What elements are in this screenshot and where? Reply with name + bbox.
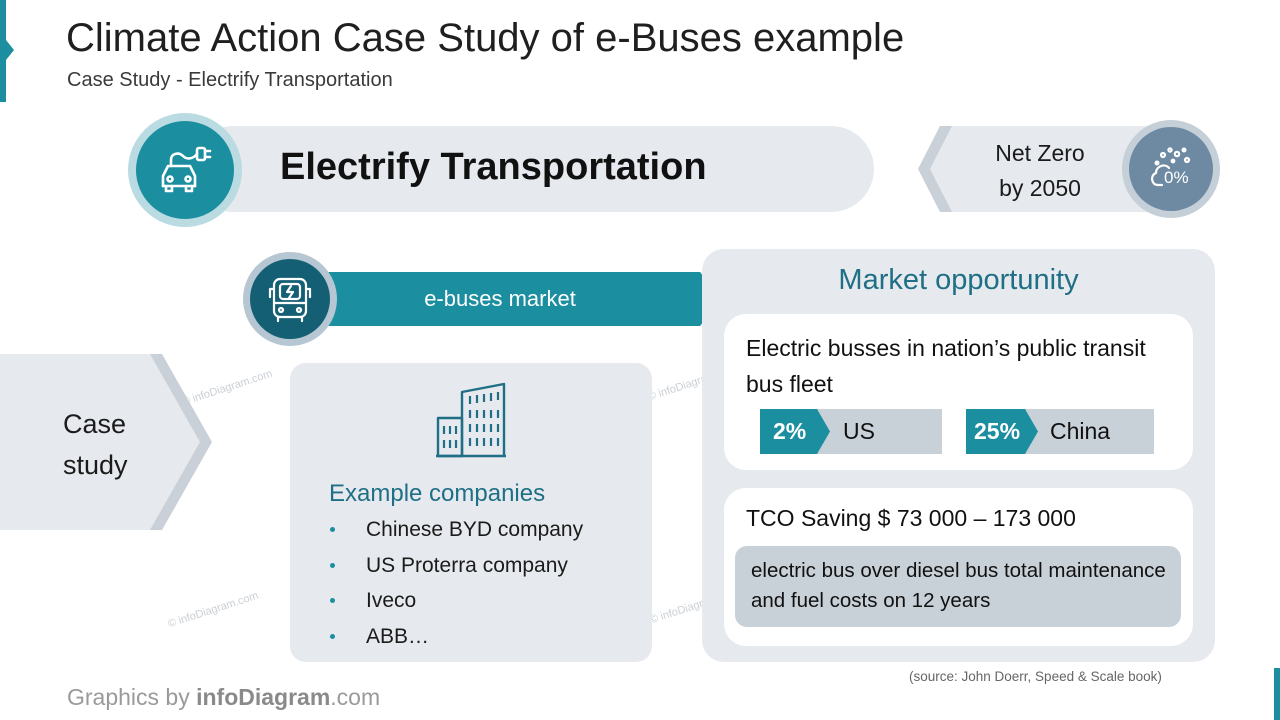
left-edge-notch: [6, 40, 14, 60]
stat-us-label: US: [843, 418, 875, 444]
svg-text:0%: 0%: [1164, 168, 1189, 187]
right-edge-accent: [1274, 668, 1280, 720]
source-note: (source: John Doerr, Speed & Scale book): [909, 669, 1162, 684]
stat-us-arrow: [760, 409, 830, 454]
case-study-line1: Case: [63, 409, 127, 439]
page-title: Climate Action Case Study of e-Buses exa…: [66, 16, 905, 60]
fleet-text: Electric busses in nation’s public trans…: [746, 335, 1146, 397]
stat-china-pct: 25%: [974, 418, 1021, 444]
tco-description-box: [735, 546, 1181, 627]
stat-china-arrow: [966, 409, 1038, 454]
e-buses-market-ribbon: [280, 272, 722, 326]
list-item: Iveco: [328, 583, 648, 619]
list-item: Chinese BYD company: [328, 512, 648, 548]
case-study-label: Case study: [63, 404, 163, 486]
page-subtitle: Case Study - Electrify Transportation: [67, 69, 393, 91]
list-item: US Proterra company: [328, 548, 648, 584]
net-zero-line2: by 2050: [999, 175, 1081, 201]
zero-emission-cloud-icon: 0%: [1129, 127, 1213, 211]
e-buses-market-label: e-buses market: [424, 286, 576, 311]
footer-suffix: .com: [330, 684, 381, 710]
left-edge-accent: [0, 0, 6, 102]
example-companies-title: Example companies: [329, 480, 546, 507]
footer-prefix: Graphics by: [67, 684, 197, 710]
case-study-line2: study: [63, 450, 128, 480]
case-study-chevron: [0, 354, 212, 530]
stat-us: 2% US: [760, 409, 942, 454]
list-item: ABB…: [328, 619, 648, 655]
electric-bus-icon: [250, 259, 330, 339]
electrify-banner: [190, 126, 874, 212]
stat-china: 25% China: [966, 409, 1154, 454]
net-zero-line1: Net Zero: [995, 140, 1085, 166]
watermark: © infoDiagram.com: [166, 589, 260, 631]
tco-title: TCO Saving $ 73 000 – 173 000: [746, 505, 1076, 531]
net-zero-badge: [918, 126, 1180, 212]
net-zero-text: Net Zero by 2050: [960, 136, 1120, 206]
market-opportunity-title: Market opportunity: [838, 264, 1079, 296]
office-building-icon: [436, 382, 506, 458]
banner-label: Electrify Transportation: [280, 146, 707, 188]
electric-car-plug-icon: [136, 121, 234, 219]
stat-us-pct: 2%: [773, 418, 807, 444]
stat-china-label: China: [1050, 418, 1111, 444]
tco-description: electric bus over diesel bus total maint…: [751, 559, 1166, 612]
footer-brand: infoDiagram: [196, 684, 331, 710]
companies-list: Chinese BYD company US Proterra company …: [328, 512, 648, 654]
footer-credit: Graphics by infoDiagram.com: [67, 684, 380, 711]
